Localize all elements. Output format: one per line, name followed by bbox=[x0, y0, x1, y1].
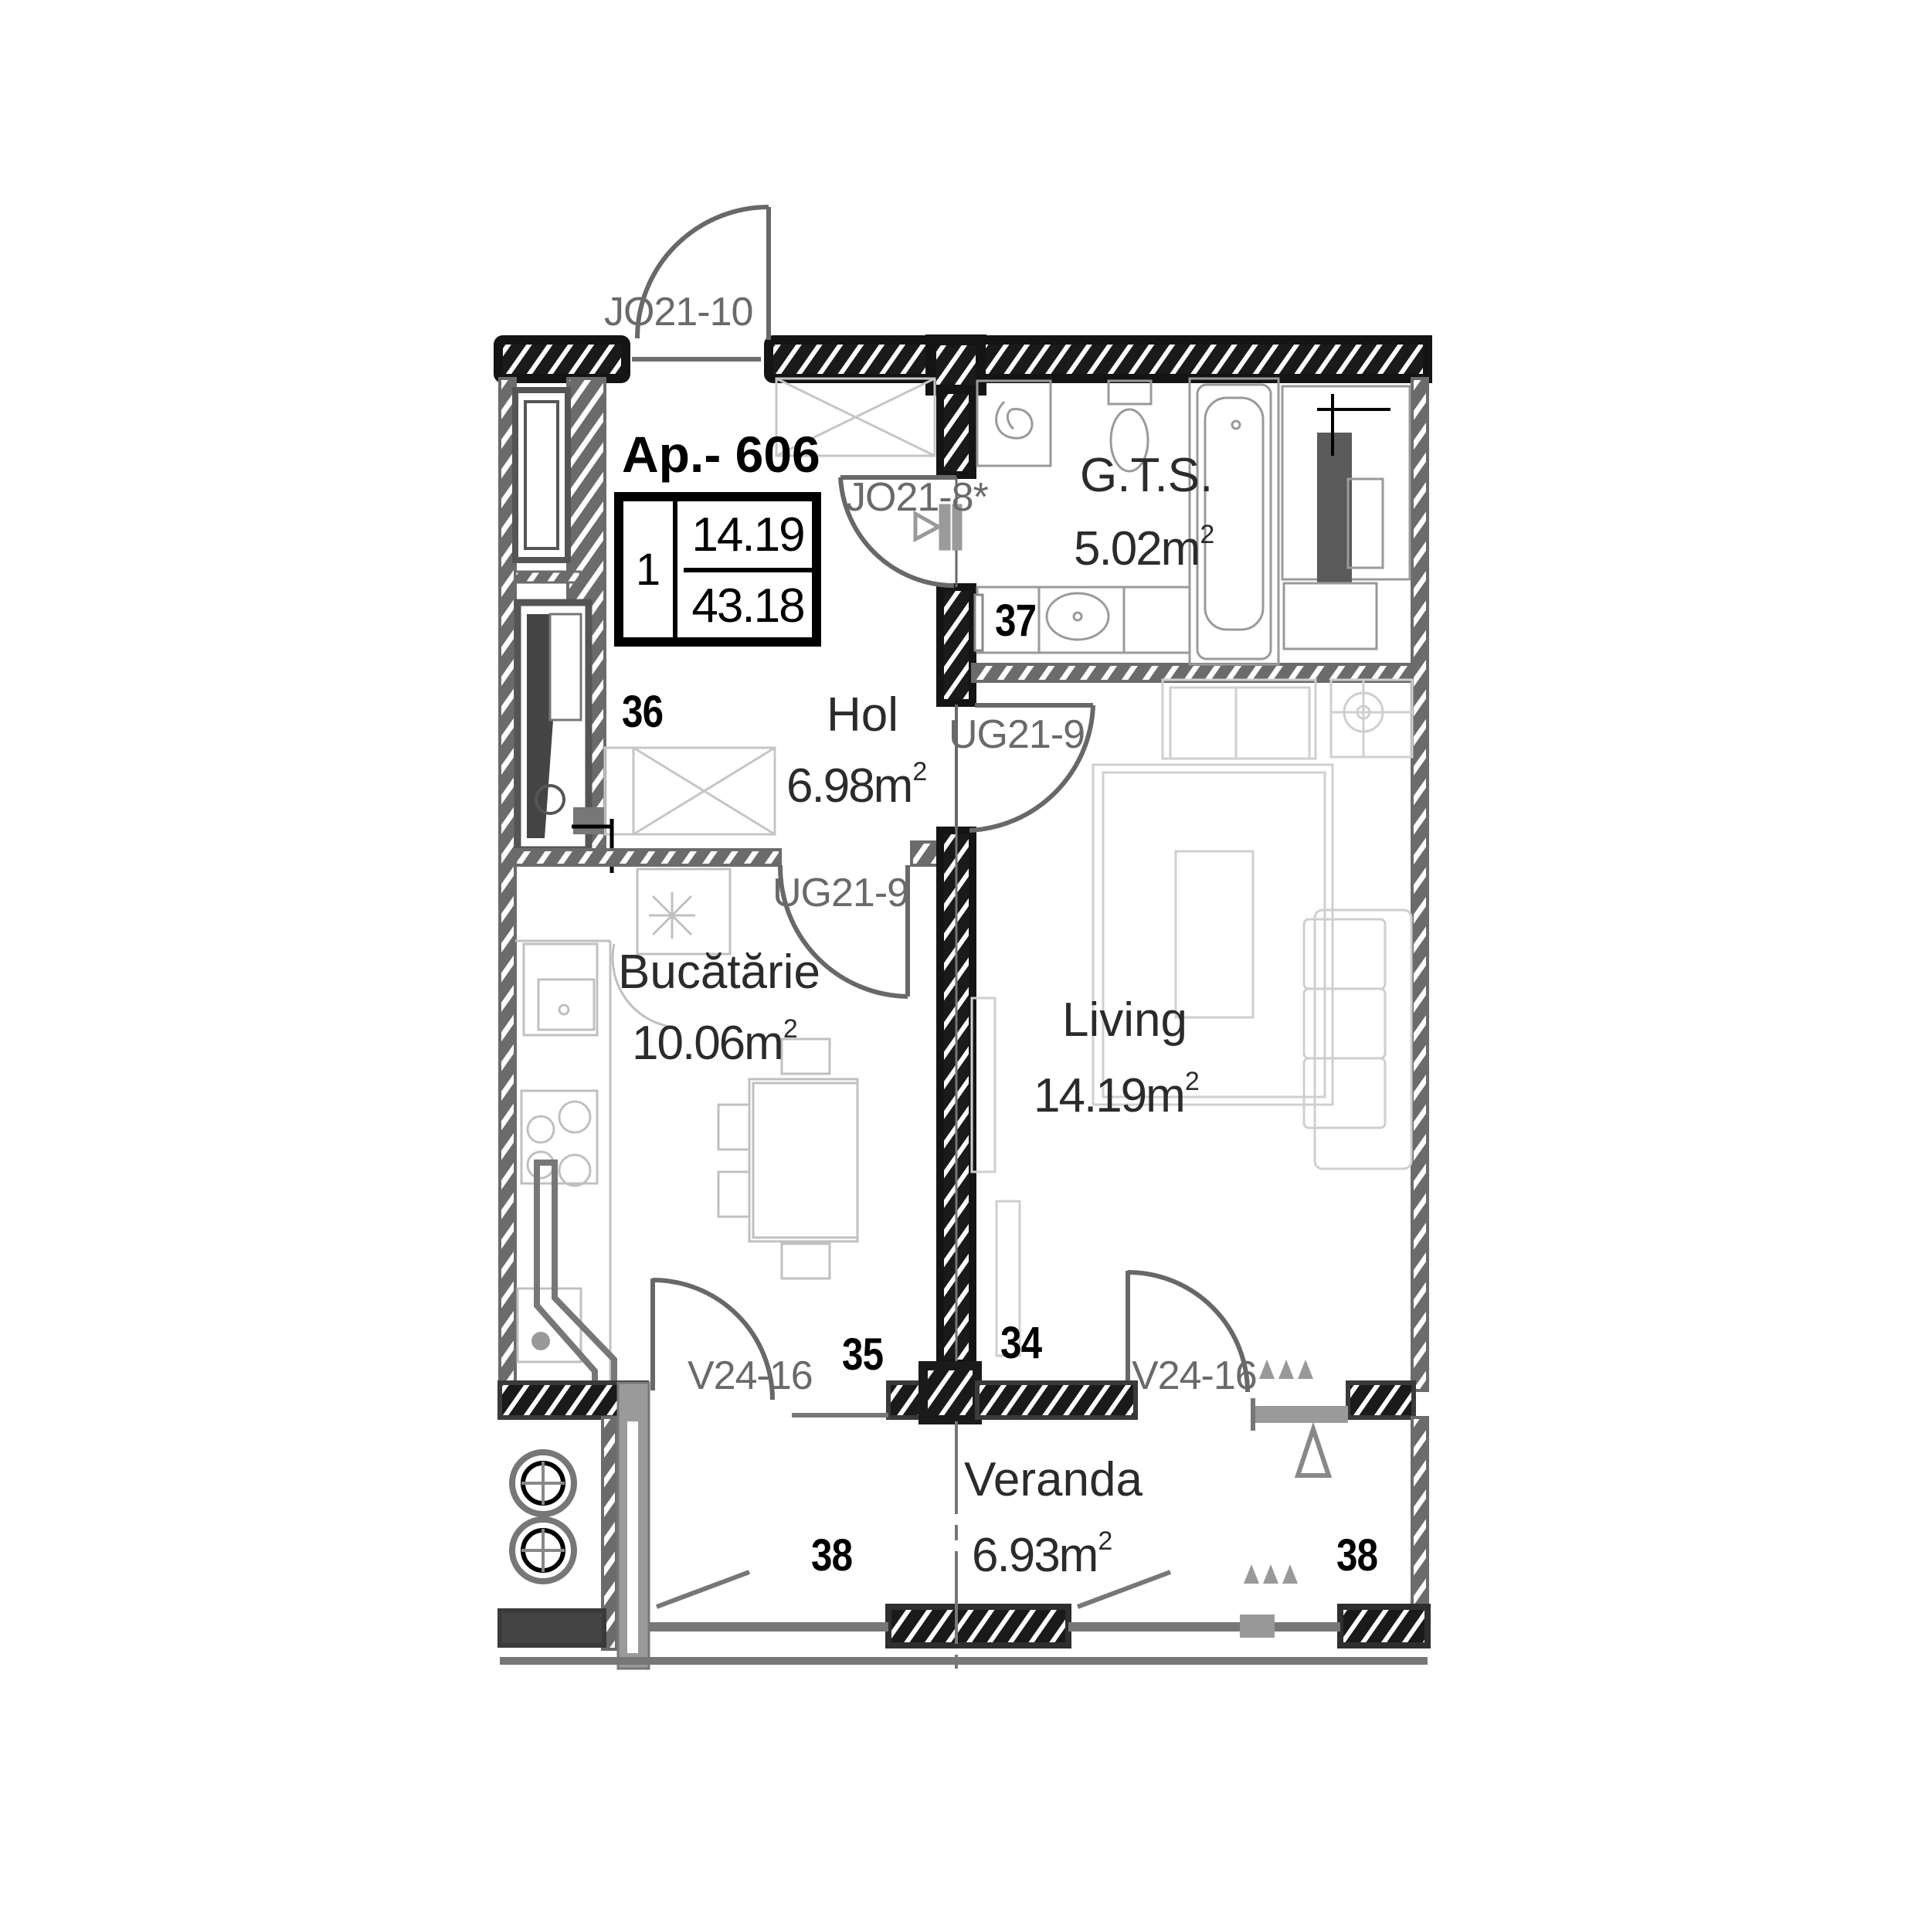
living-furniture bbox=[970, 678, 1414, 1357]
kitchen-duct bbox=[534, 1160, 617, 1394]
room-area-living: 14.19m2 bbox=[1034, 1067, 1200, 1122]
living-veranda-door-swing bbox=[1126, 1270, 1250, 1393]
hol-ceiling-box bbox=[603, 377, 936, 836]
room-name-gts: G.T.S. bbox=[1080, 449, 1214, 502]
living-door-swing bbox=[955, 703, 1095, 833]
veranda-window-marks bbox=[655, 1570, 1172, 1609]
room-name-living: Living bbox=[1062, 993, 1187, 1047]
towel-rail bbox=[973, 593, 984, 652]
room-tag-hol: 36 bbox=[622, 687, 664, 737]
drain-pipes bbox=[509, 1449, 577, 1584]
room-area-veranda: 6.93m2 bbox=[972, 1526, 1112, 1582]
kitchen-veranda-door-swing bbox=[650, 1278, 775, 1401]
room-name-hol: Hol bbox=[827, 688, 899, 742]
slope-marks-icon bbox=[1244, 1360, 1313, 1584]
apartment-title: Ap.- 606 bbox=[622, 426, 820, 483]
room-tag-bucatarie: 35 bbox=[842, 1329, 884, 1380]
bathroom-fixtures bbox=[976, 377, 1411, 666]
living-area-value: 14.19 bbox=[684, 501, 812, 572]
apartment-summary-box: 1 14.19 43.18 bbox=[614, 492, 821, 647]
door-code-bathroom: JO21-8* bbox=[846, 475, 989, 520]
room-name-veranda: Veranda bbox=[964, 1453, 1143, 1506]
rooms-count: 1 bbox=[623, 501, 677, 637]
door-code-veranda-living: V24-16 bbox=[1132, 1353, 1258, 1398]
kitchen-fixtures bbox=[515, 868, 859, 1390]
room-area-hol: 6.98m2 bbox=[786, 757, 927, 813]
veranda-walls bbox=[497, 1381, 1431, 1670]
door-code-entrance: JO21-10 bbox=[604, 290, 753, 334]
hol-kitchen-wall bbox=[514, 848, 782, 867]
room-area-gts: 5.02m2 bbox=[1074, 520, 1214, 576]
room-tag-gts: 37 bbox=[995, 596, 1037, 646]
room-tag-living: 34 bbox=[1000, 1318, 1042, 1368]
drain-triangle-icon bbox=[1294, 1421, 1333, 1478]
room-tag-veranda-right: 38 bbox=[1336, 1530, 1378, 1581]
total-area-value: 43.18 bbox=[691, 579, 805, 633]
door-code-kitchen: UG21-9 bbox=[772, 871, 909, 915]
door-code-living: UG21-9 bbox=[949, 712, 1085, 757]
entrance-door-swing bbox=[635, 205, 771, 340]
room-area-bucatarie: 10.06m2 bbox=[632, 1014, 798, 1070]
kitchen-door-swing bbox=[777, 864, 910, 999]
right-wall bbox=[1411, 377, 1429, 1392]
door-code-veranda-kitchen: V24-16 bbox=[688, 1353, 813, 1398]
top-wall bbox=[494, 334, 1432, 396]
room-tag-veranda-left: 38 bbox=[811, 1530, 853, 1581]
room-name-bucatarie: Bucătărie bbox=[618, 946, 820, 999]
veranda-inner-wall bbox=[497, 1361, 1416, 1431]
valve-icon bbox=[913, 504, 963, 551]
central-wall bbox=[936, 827, 976, 1367]
